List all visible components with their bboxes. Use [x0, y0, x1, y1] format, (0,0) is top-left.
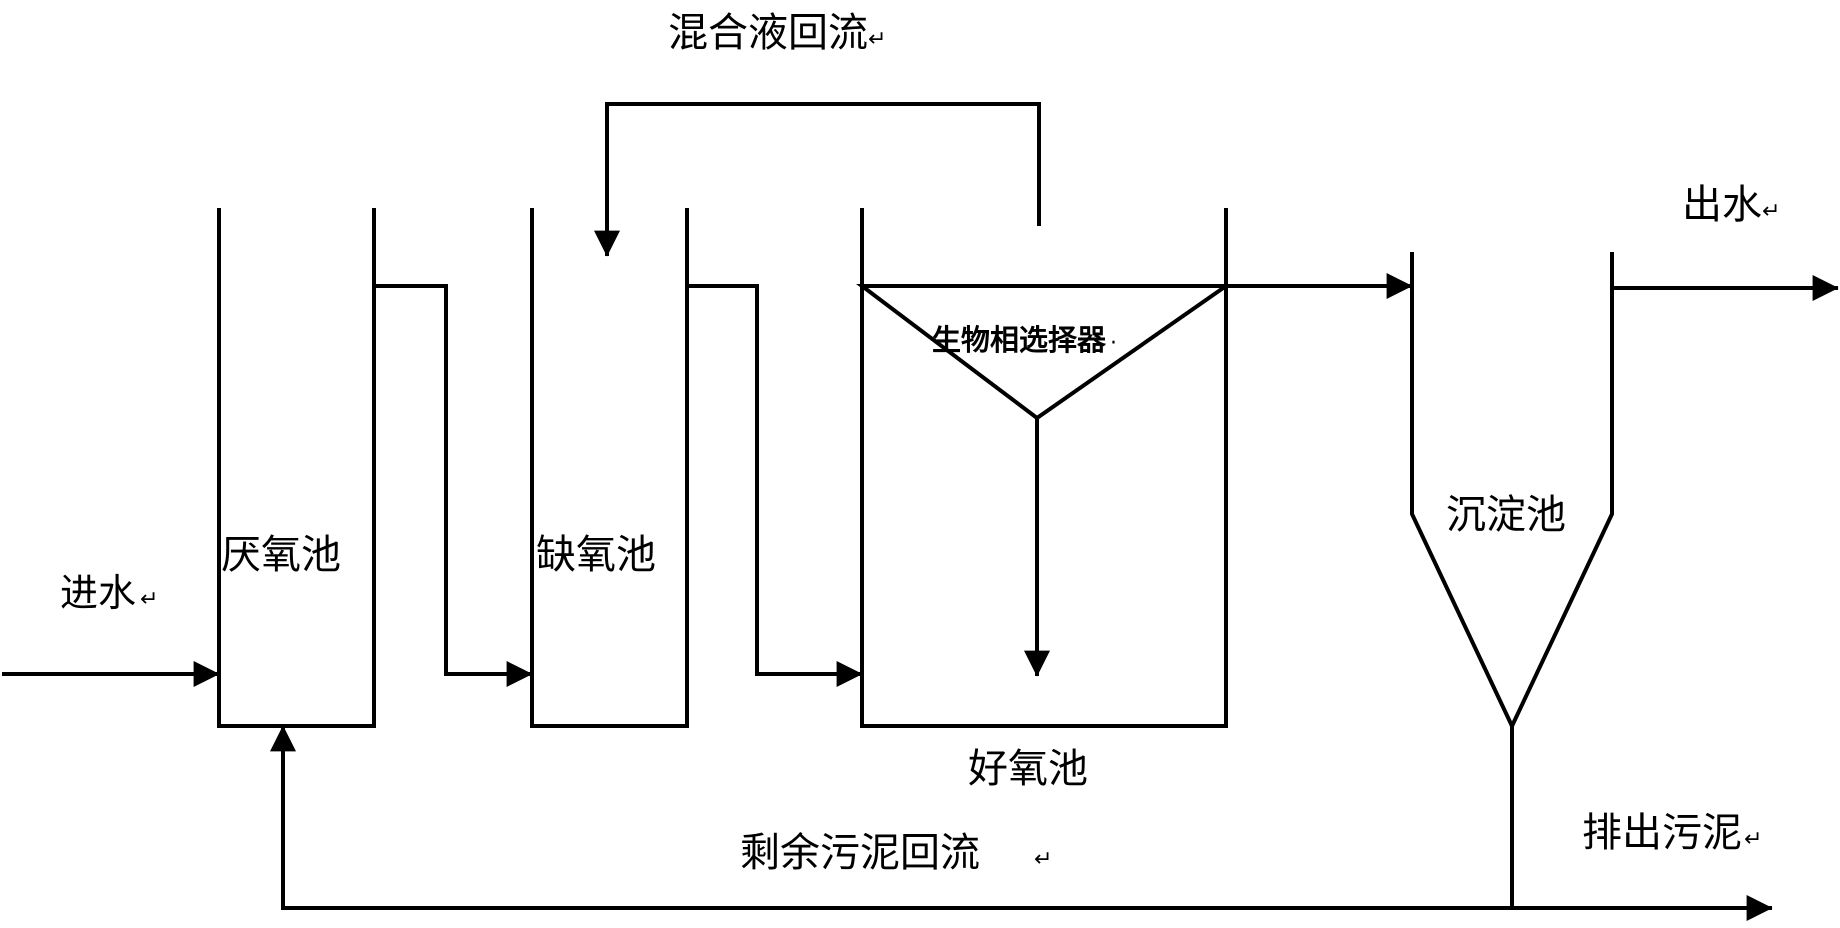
mixed-liquor-return-mark: ↵: [868, 27, 886, 52]
anoxic-to-aerobic-arrow: [685, 284, 863, 687]
sedimentation-tank-outline: [1410, 252, 1614, 731]
biophase-selector-mark: ·: [1110, 331, 1117, 356]
excess-sludge-return-mark: ↵: [1034, 847, 1052, 872]
anaerobic-tank-outline: [217, 208, 376, 728]
sedimentation-tank-label: 沉淀池: [1446, 492, 1566, 538]
mixed-liquor-recycle-label: 混合液回流: [668, 10, 868, 56]
excess-sludge-recycle-label: 剩余污泥回流: [740, 830, 980, 876]
mixed-liquor-recycle-arrow: [594, 102, 1041, 257]
aerobic-tank-outline: [860, 208, 1228, 728]
biophase-selector-shape: [856, 284, 1233, 421]
sludge-discharge-return-mark: ↵: [1744, 827, 1762, 852]
effluent-label: 出水: [1682, 182, 1762, 228]
inlet-label: 进水: [60, 571, 136, 615]
anoxic-tank-label: 缺氧池: [536, 532, 656, 578]
excess-sludge-recycle-arrow: [270, 725, 1514, 910]
biophase-selector-label: 生物相选择器: [932, 323, 1107, 357]
anoxic-tank-outline: [530, 208, 689, 728]
sludge-discharge-label: 排出污泥: [1582, 810, 1742, 856]
inlet-return-mark: ↵: [140, 587, 158, 612]
anaerobic-tank-label: 厌氧池: [221, 532, 341, 578]
anaerobic-to-anoxic-arrow: [372, 284, 533, 687]
aerobic-tank-label: 好氧池: [968, 746, 1088, 792]
effluent-return-mark: ↵: [1762, 199, 1780, 224]
